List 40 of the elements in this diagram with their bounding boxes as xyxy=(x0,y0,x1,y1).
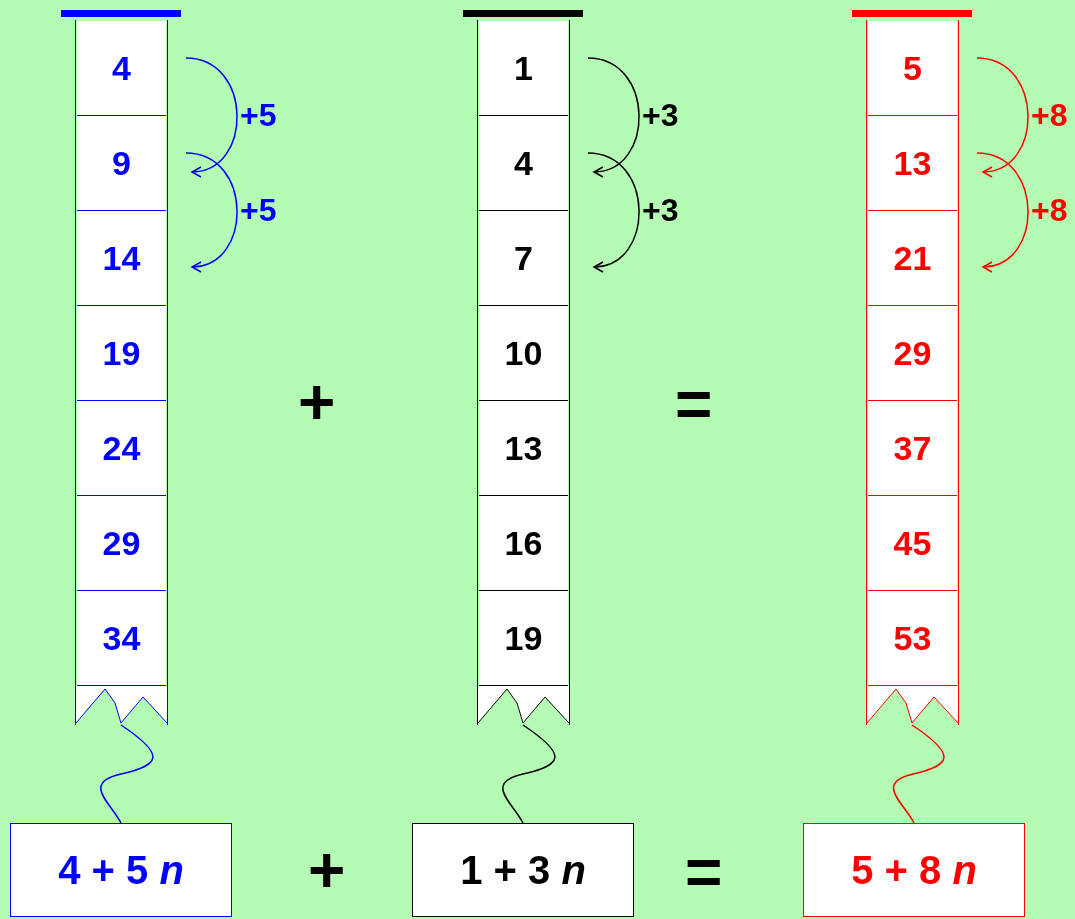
number-cell: 19 xyxy=(479,591,568,686)
number-cell: 1 xyxy=(479,21,568,116)
formula-box: 5 + 8 n xyxy=(803,823,1025,917)
number-cell: 10 xyxy=(479,306,568,401)
curved-arrow xyxy=(185,152,238,272)
formula-box: 1 + 3 n xyxy=(412,823,634,917)
number-cell: 4 xyxy=(479,116,568,211)
number-cell: 16 xyxy=(479,496,568,591)
number-cell: 34 xyxy=(77,591,166,686)
number-cell: 29 xyxy=(868,306,957,401)
number-cell: 29 xyxy=(77,496,166,591)
number-cell: 21 xyxy=(868,211,957,306)
number-cell: 13 xyxy=(479,401,568,496)
number-cell: 53 xyxy=(868,591,957,686)
number-cell: 19 xyxy=(77,306,166,401)
number-cell: 4 xyxy=(77,21,166,116)
number-cell: 14 xyxy=(77,211,166,306)
wavy-line xyxy=(892,724,945,824)
wavy-line xyxy=(100,724,154,824)
formula-box: 4 + 5 n xyxy=(10,823,232,917)
number-cell: 37 xyxy=(868,401,957,496)
operator-sign: = xyxy=(675,372,713,436)
curved-arrow xyxy=(587,152,640,272)
number-cell: 7 xyxy=(479,211,568,306)
curved-arrow xyxy=(976,152,1029,272)
operator-sign: + xyxy=(308,838,346,902)
number-scroll xyxy=(75,20,168,725)
number-cell: 45 xyxy=(868,496,957,591)
operator-sign: = xyxy=(685,840,723,904)
number-scroll xyxy=(477,20,570,725)
number-cell: 24 xyxy=(77,401,166,496)
number-scroll xyxy=(866,20,959,725)
curved-arrow xyxy=(587,57,640,177)
curved-arrow xyxy=(976,57,1029,177)
number-cell: 9 xyxy=(77,116,166,211)
operator-sign: + xyxy=(298,370,336,434)
curved-arrow xyxy=(185,57,238,177)
number-cell: 13 xyxy=(868,116,957,211)
wavy-line xyxy=(502,724,556,824)
number-cell: 5 xyxy=(868,21,957,116)
